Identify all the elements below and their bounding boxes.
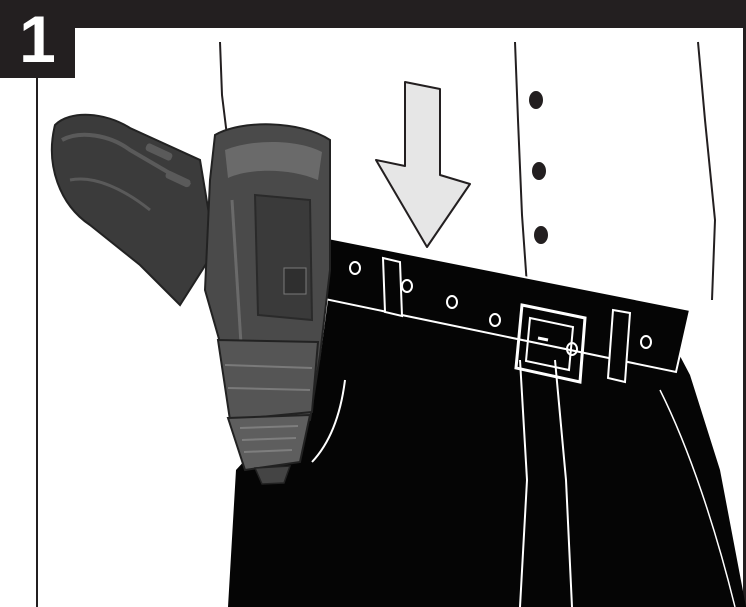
shirt-button: [534, 226, 548, 244]
shirt-button: [529, 91, 543, 109]
belt-loop: [608, 310, 630, 382]
shirt-button: [532, 162, 546, 180]
belt-loop: [383, 258, 402, 316]
shirt-buttons: [529, 91, 548, 244]
down-arrow-icon: [376, 82, 470, 247]
drill: [52, 115, 330, 484]
